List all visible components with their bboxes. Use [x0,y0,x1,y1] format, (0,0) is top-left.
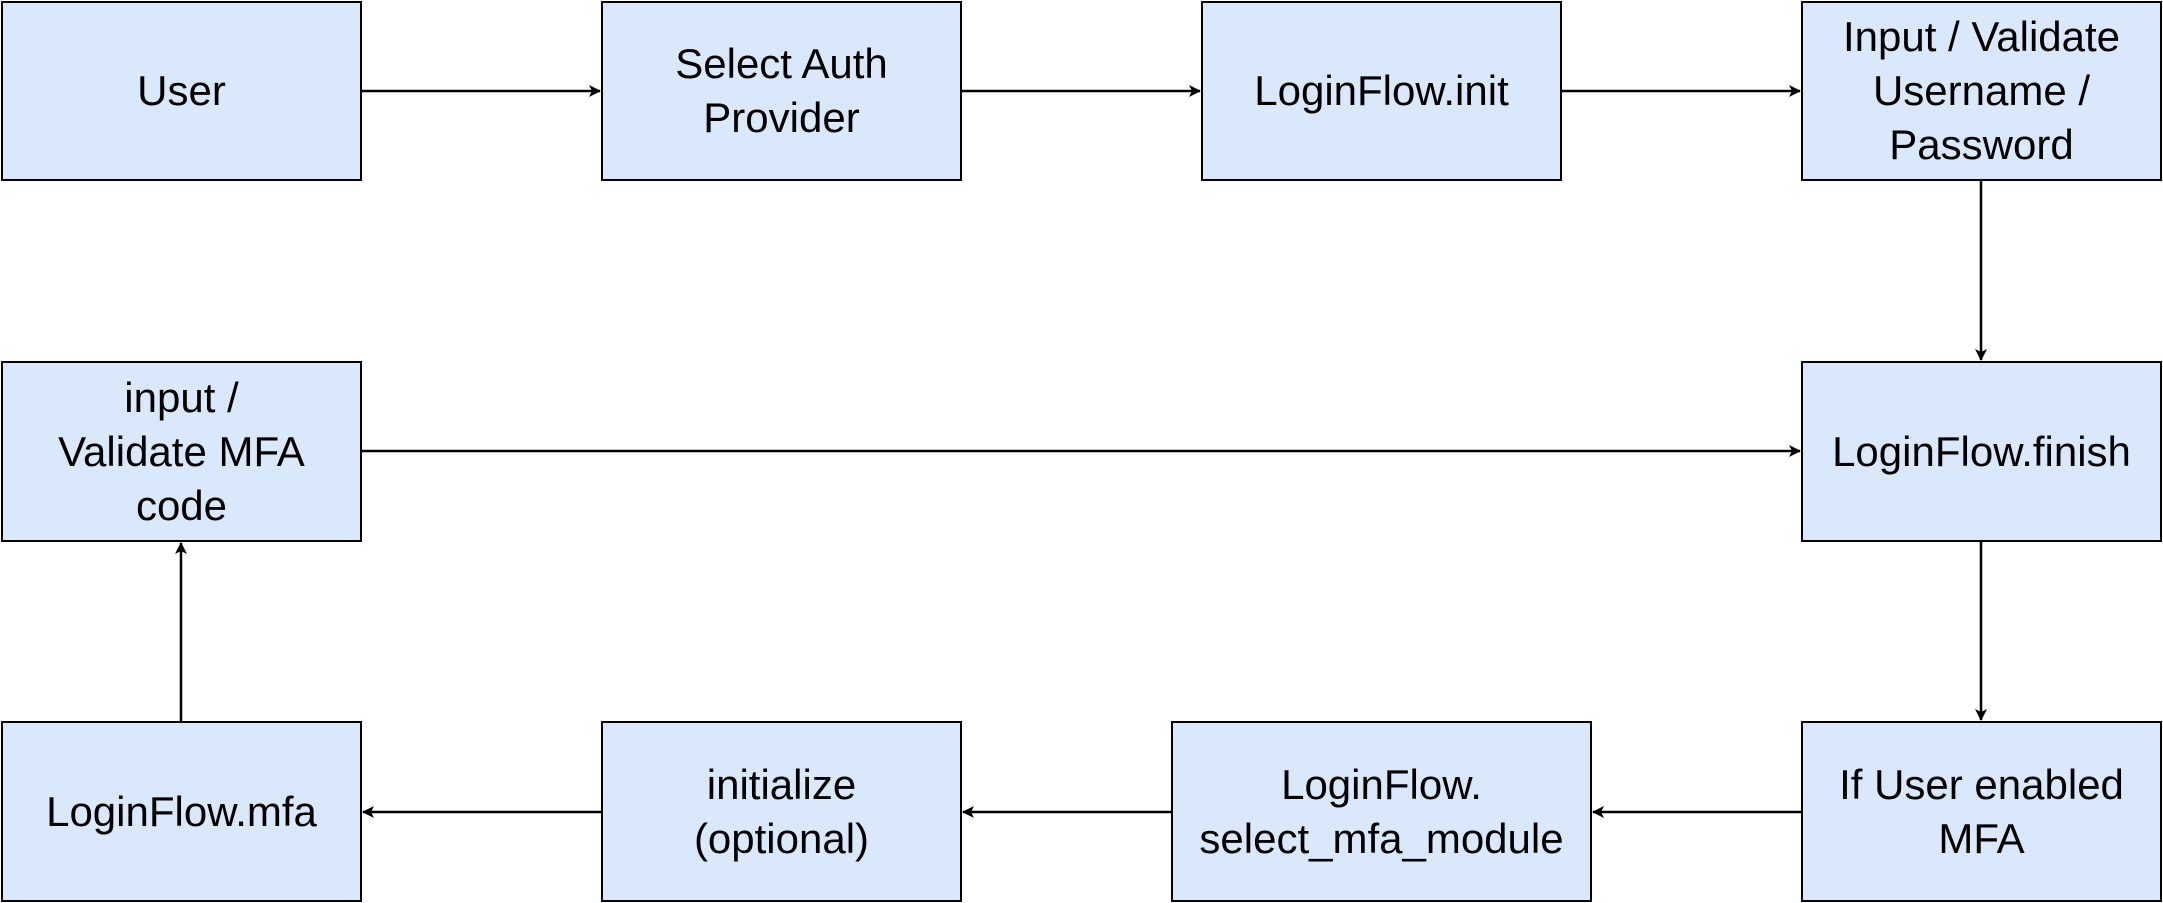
node-loginflow-finish-label: LoginFlow.finish [1832,427,2131,475]
node-initialize-optional-label: initialize (optional) [693,760,870,862]
node-loginflow-init-label: LoginFlow.init [1254,67,1509,114]
node-loginflow-mfa: LoginFlow.mfa [1,721,362,902]
node-select-auth-provider: Select Auth Provider [601,1,962,181]
node-validate-mfa-code-label: input / Validate MFA code [58,373,305,529]
node-mfa-enabled-check-label: If User enabled MFA [1839,760,2124,862]
node-select-mfa-module-label: LoginFlow. select_mfa_module [1199,760,1564,862]
node-validate-credentials: Input / Validate Username / Password [1801,1,2162,181]
node-loginflow-init: LoginFlow.init [1201,1,1562,181]
node-initialize-optional: initialize (optional) [601,721,962,902]
node-mfa-enabled-check: If User enabled MFA [1801,721,2162,902]
node-user-label: User [137,67,226,114]
node-loginflow-mfa-label: LoginFlow.mfa [46,787,317,835]
node-validate-mfa-code: input / Validate MFA code [1,361,362,542]
node-validate-credentials-label: Input / Validate Username / Password [1842,13,2121,168]
node-select-auth-provider-label: Select Auth Provider [675,40,888,141]
node-user: User [1,1,362,181]
node-loginflow-finish: LoginFlow.finish [1801,361,2162,542]
node-select-mfa-module: LoginFlow. select_mfa_module [1171,721,1592,902]
